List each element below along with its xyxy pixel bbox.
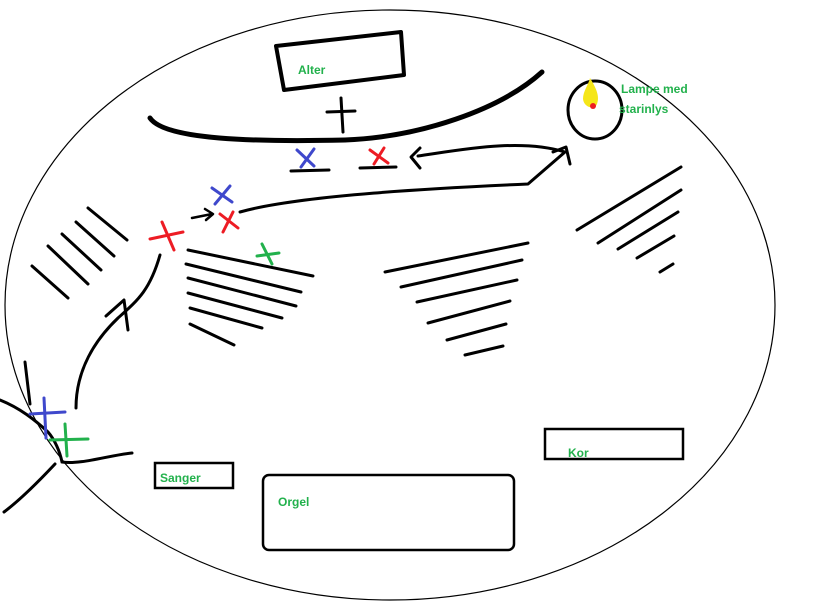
person-mark-blue-upper xyxy=(210,184,234,206)
church-outline xyxy=(4,9,776,601)
person-mark-blue-entrance xyxy=(28,396,67,440)
pews-left-wall xyxy=(30,206,129,300)
entrance-wall-upper xyxy=(0,398,134,465)
kneel-mark-blue xyxy=(289,147,331,173)
small-arrow-icon xyxy=(190,207,215,222)
arrowhead-left-icon xyxy=(409,146,422,170)
entrance-post xyxy=(23,360,32,406)
kneel-mark-red xyxy=(358,146,398,170)
candle-dot-icon xyxy=(590,103,596,109)
person-mark-red-large xyxy=(148,220,185,252)
sanger-label: Sanger xyxy=(160,471,201,485)
altar-box xyxy=(274,30,406,92)
kor-box xyxy=(543,427,685,461)
person-mark-green-middle xyxy=(255,242,281,266)
altar-label: Alter xyxy=(298,63,326,77)
path-lamp-to-altar xyxy=(238,144,567,214)
orgel-box xyxy=(261,473,516,552)
arrowhead-down-icon xyxy=(551,145,572,166)
candle-flame-icon xyxy=(583,78,599,108)
path-entrance-to-front xyxy=(74,253,162,410)
pews-right-wall xyxy=(575,165,683,274)
kor-label: Kor xyxy=(568,446,589,460)
altar-rail xyxy=(147,69,545,144)
lamp-circle xyxy=(566,79,624,141)
arrowhead-up-icon xyxy=(104,298,130,332)
lamp-label-line1: Lampe med xyxy=(621,82,688,96)
orgel-label: Orgel xyxy=(278,495,309,509)
pews-left-center xyxy=(184,248,315,347)
sanger-box xyxy=(153,461,235,490)
entrance-wall-lower xyxy=(2,462,57,514)
altar-cross xyxy=(325,96,357,134)
person-mark-green-entrance xyxy=(48,422,90,458)
pews-right-center xyxy=(383,241,530,357)
person-mark-red-small xyxy=(218,210,240,234)
lamp-label-line2: starinlys xyxy=(619,102,669,116)
